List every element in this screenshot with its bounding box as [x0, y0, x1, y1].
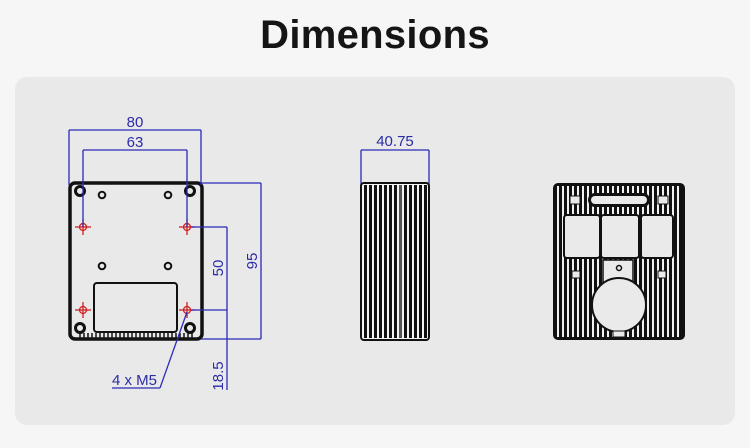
side-view: 40.75 — [360, 133, 430, 341]
rear-port-window — [600, 214, 640, 259]
mounting-hole-markers — [75, 219, 195, 318]
page-title: Dimensions — [260, 13, 490, 57]
dim-depth: 40.75 — [376, 133, 414, 150]
front-view: 80 63 95 50 18.5 4 x M5 — [68, 114, 262, 391]
hole-icon — [163, 261, 173, 271]
hole-icon — [97, 190, 107, 200]
connector-window — [93, 282, 178, 333]
hole-icon — [163, 190, 173, 200]
hole-icon — [97, 261, 107, 271]
corner-screw-icon — [184, 322, 196, 334]
dim-width-overall: 80 — [127, 114, 144, 131]
side-view-fins — [364, 185, 427, 338]
side-tab — [657, 195, 669, 205]
side-tab — [569, 195, 581, 205]
corner-screw-icon — [74, 322, 86, 334]
round-opening — [591, 277, 647, 333]
corner-screw-icon — [184, 185, 196, 197]
side-tab — [657, 270, 667, 279]
front-view-outline — [68, 181, 204, 341]
dim-height-overall: 95 — [244, 253, 261, 270]
corner-screw-icon — [74, 185, 86, 197]
top-slot-inner — [591, 196, 647, 204]
rear-port-window — [563, 214, 601, 259]
side-dimension-lines — [360, 149, 430, 185]
dim-height-holes: 50 — [210, 260, 227, 277]
front-dimension-lines — [68, 129, 262, 390]
dim-width-holes: 63 — [127, 134, 144, 151]
hole-callout: 4 x M5 — [112, 372, 157, 389]
small-hole-icon — [615, 264, 623, 272]
side-tab — [571, 270, 581, 279]
rear-port-window — [640, 214, 674, 259]
dim-bottom-offset: 18.5 — [210, 361, 227, 390]
rear-view — [553, 183, 685, 340]
bottom-tab — [612, 330, 626, 338]
front-view-fins — [79, 333, 193, 339]
